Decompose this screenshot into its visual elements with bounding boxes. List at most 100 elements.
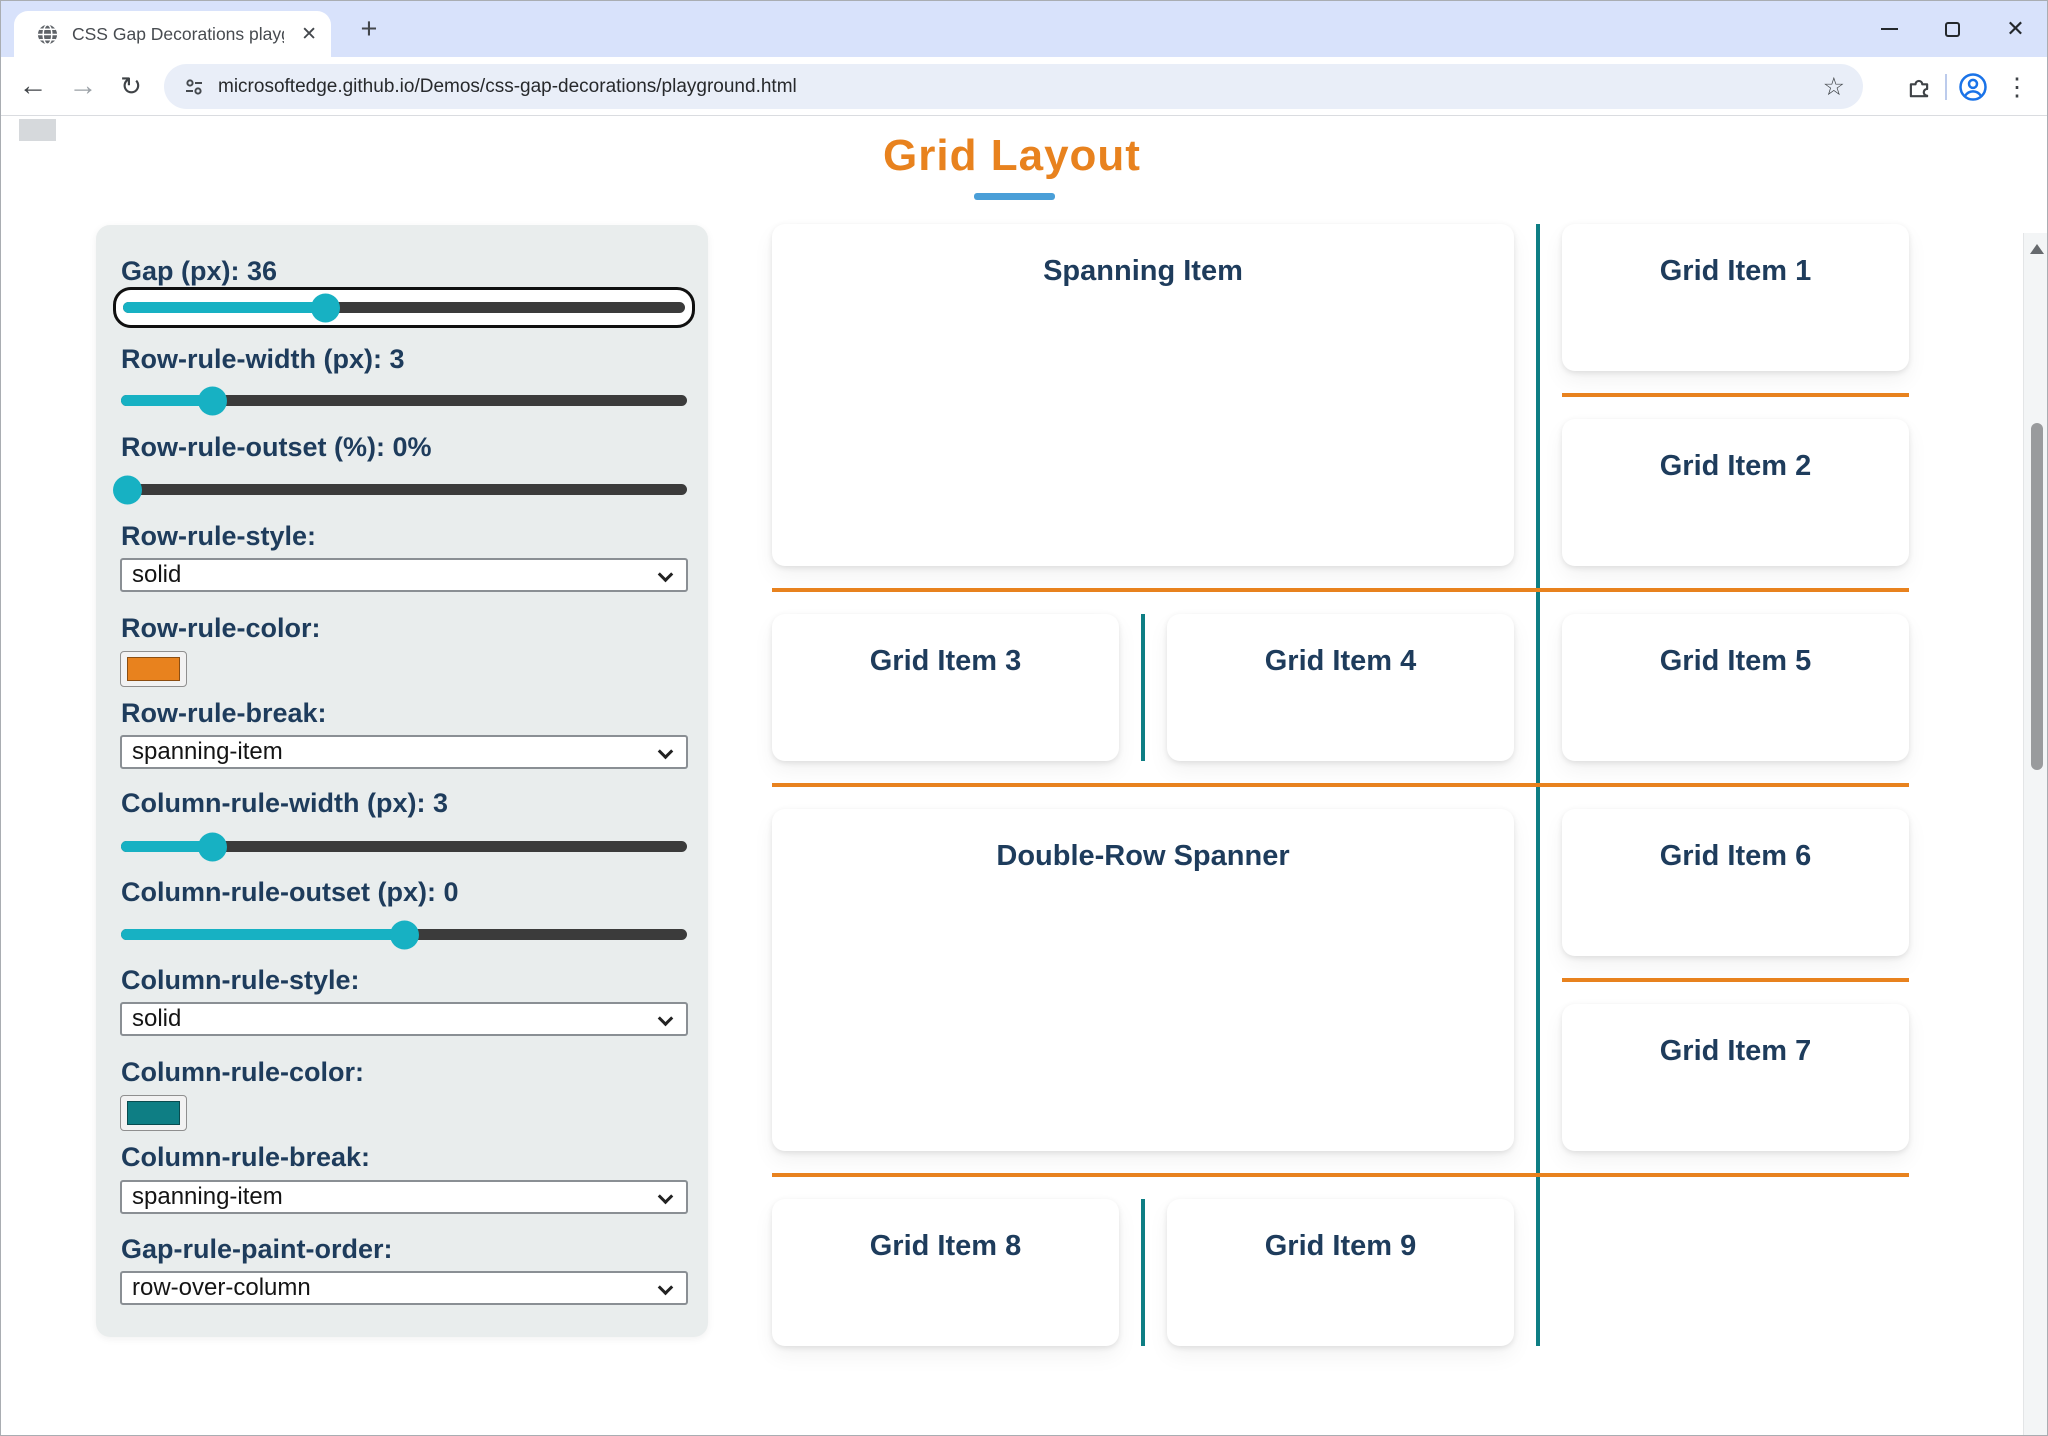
grid-card-item-1: Grid Item 1 bbox=[1562, 224, 1909, 371]
title-underline bbox=[974, 193, 1055, 200]
menu-button[interactable]: ⋮ bbox=[1995, 65, 2039, 109]
row-rule-items1-2 bbox=[1562, 393, 1909, 397]
extensions-button[interactable] bbox=[1897, 65, 1941, 109]
url-bar[interactable]: microsoftedge.github.io/Demos/css-gap-de… bbox=[164, 64, 1863, 109]
column-rule-break-label: Column-rule-break: bbox=[121, 1142, 371, 1172]
select-value: spanning-item bbox=[132, 1183, 283, 1210]
slider-thumb[interactable] bbox=[112, 475, 142, 504]
chevron-down-icon bbox=[657, 566, 674, 583]
column-rule-segment-row4 bbox=[1141, 1199, 1145, 1346]
row-rule-color-picker[interactable] bbox=[120, 651, 187, 687]
gap-rule-paint-order-select[interactable]: row-over-column bbox=[120, 1271, 688, 1305]
select-value: row-over-column bbox=[132, 1274, 311, 1301]
slider-thumb[interactable] bbox=[197, 832, 227, 861]
grid-card-item-7: Grid Item 7 bbox=[1562, 1004, 1909, 1151]
tab-css-gap-decorations[interactable]: CSS Gap Decorations playgroun ✕ bbox=[14, 11, 331, 57]
row-rule-width-slider[interactable] bbox=[121, 386, 687, 415]
close-button[interactable]: ✕ bbox=[1984, 1, 2047, 57]
gap-slider-label: Gap (px): 36 bbox=[121, 256, 278, 286]
puzzle-icon bbox=[1909, 79, 1929, 97]
url-text: microsoftedge.github.io/Demos/css-gap-de… bbox=[218, 75, 797, 97]
minimize-button[interactable] bbox=[1858, 1, 1921, 57]
gap-slider[interactable] bbox=[123, 293, 685, 322]
row-rule-full-2 bbox=[772, 783, 1909, 787]
grid-card-item-3: Grid Item 3 bbox=[772, 614, 1119, 761]
column-rule-color-label: Column-rule-color: bbox=[121, 1057, 364, 1087]
scrollbar-thumb[interactable] bbox=[2031, 423, 2043, 770]
grid-card-item-9: Grid Item 9 bbox=[1167, 1199, 1514, 1346]
slider-track[interactable] bbox=[121, 832, 687, 861]
tab-title: CSS Gap Decorations playgroun bbox=[72, 23, 284, 44]
slider-thumb[interactable] bbox=[311, 293, 341, 322]
slider-track[interactable] bbox=[121, 920, 687, 949]
row-rule-style-label: Row-rule-style: bbox=[121, 521, 317, 551]
slider-track[interactable] bbox=[121, 386, 687, 415]
tab-close-icon[interactable]: ✕ bbox=[301, 23, 317, 45]
slider-thumb[interactable] bbox=[197, 386, 227, 415]
row-rule-break-select[interactable]: spanning-item bbox=[120, 735, 688, 769]
scrolled-content-edge bbox=[19, 119, 56, 141]
select-value: spanning-item bbox=[132, 738, 283, 765]
column-rule-segment-row2 bbox=[1141, 614, 1145, 761]
controls-panel: Gap (px): 36 Row-rule-width (px): 3 Row-… bbox=[96, 225, 708, 1337]
kebab-menu-icon: ⋮ bbox=[2004, 72, 2030, 101]
window-controls: ✕ bbox=[1858, 1, 2047, 57]
gap-rule-paint-order-label: Gap-rule-paint-order: bbox=[121, 1234, 393, 1264]
toolbar-divider bbox=[1945, 73, 1947, 100]
row-rule-break-label: Row-rule-break: bbox=[121, 698, 327, 728]
row-rule-full-1 bbox=[772, 588, 1909, 592]
column-rule-break-select[interactable]: spanning-item bbox=[120, 1180, 688, 1214]
row-rule-outset-slider[interactable] bbox=[112, 475, 687, 504]
chevron-down-icon bbox=[657, 1188, 674, 1205]
toolbar-right: ⋮ bbox=[1897, 57, 2039, 116]
chevron-down-icon bbox=[657, 1010, 674, 1027]
chevron-down-icon bbox=[657, 743, 674, 760]
maximize-button[interactable] bbox=[1921, 1, 1984, 57]
column-rule-width-slider[interactable] bbox=[121, 832, 687, 861]
profile-button[interactable] bbox=[1951, 65, 1995, 109]
grid-card-double-row-spanner: Double-Row Spanner bbox=[772, 809, 1514, 1151]
grid-card-item-6: Grid Item 6 bbox=[1562, 809, 1909, 956]
profile-avatar-icon bbox=[1959, 72, 1987, 101]
row-rule-width-label: Row-rule-width (px): 3 bbox=[121, 344, 405, 374]
slider-track[interactable] bbox=[112, 475, 687, 504]
gap-slider-focus-ring bbox=[113, 287, 695, 328]
back-button[interactable]: ← bbox=[18, 70, 48, 102]
column-rule-outset-label: Column-rule-outset (px): 0 bbox=[121, 877, 459, 907]
reload-button[interactable]: ↻ bbox=[120, 71, 142, 101]
close-icon: ✕ bbox=[2006, 16, 2025, 41]
column-rule-style-label: Column-rule-style: bbox=[121, 965, 360, 995]
color-chip bbox=[127, 1101, 180, 1125]
bookmark-star-icon[interactable]: ☆ bbox=[1822, 72, 1845, 101]
page-content: Grid Layout Gap (px): 36 Row-rule-width … bbox=[1, 117, 2047, 1435]
slider-track[interactable] bbox=[123, 293, 685, 322]
row-rule-style-select[interactable]: solid bbox=[120, 558, 688, 592]
maximize-icon bbox=[1945, 21, 1960, 37]
grid-card-item-4: Grid Item 4 bbox=[1167, 614, 1514, 761]
column-rule-outset-slider[interactable] bbox=[121, 920, 687, 949]
select-value: solid bbox=[132, 1005, 182, 1032]
page-title: Grid Layout bbox=[883, 131, 1141, 180]
globe-favicon-icon bbox=[37, 23, 58, 45]
row-rule-outset-label: Row-rule-outset (%): 0% bbox=[121, 432, 432, 462]
row-rule-color-label: Row-rule-color: bbox=[121, 613, 321, 643]
site-settings-icon[interactable] bbox=[182, 75, 206, 99]
grid-card-item-2: Grid Item 2 bbox=[1562, 419, 1909, 566]
new-tab-button[interactable]: + bbox=[360, 13, 378, 45]
grid-card-spanning-item: Spanning Item bbox=[772, 224, 1514, 566]
column-rule-color-picker[interactable] bbox=[120, 1095, 187, 1131]
select-value: solid bbox=[132, 561, 182, 588]
scrollbar-up-arrow[interactable] bbox=[2030, 244, 2044, 254]
minimize-icon bbox=[1881, 28, 1898, 30]
grid-card-item-5: Grid Item 5 bbox=[1562, 614, 1909, 761]
row-rule-items6-7 bbox=[1562, 978, 1909, 982]
tab-strip: CSS Gap Decorations playgroun ✕ + ✕ bbox=[1, 1, 2047, 57]
slider-thumb[interactable] bbox=[390, 920, 419, 949]
browser-toolbar: ← → ↻ microsoftedge.github.io/Demos/css-… bbox=[1, 57, 2047, 116]
page-scrollbar[interactable] bbox=[2023, 233, 2047, 1435]
forward-button[interactable]: → bbox=[68, 70, 98, 102]
column-rule-width-label: Column-rule-width (px): 3 bbox=[121, 788, 448, 818]
grid-card-item-8: Grid Item 8 bbox=[772, 1199, 1119, 1346]
column-rule-style-select[interactable]: solid bbox=[120, 1002, 688, 1036]
